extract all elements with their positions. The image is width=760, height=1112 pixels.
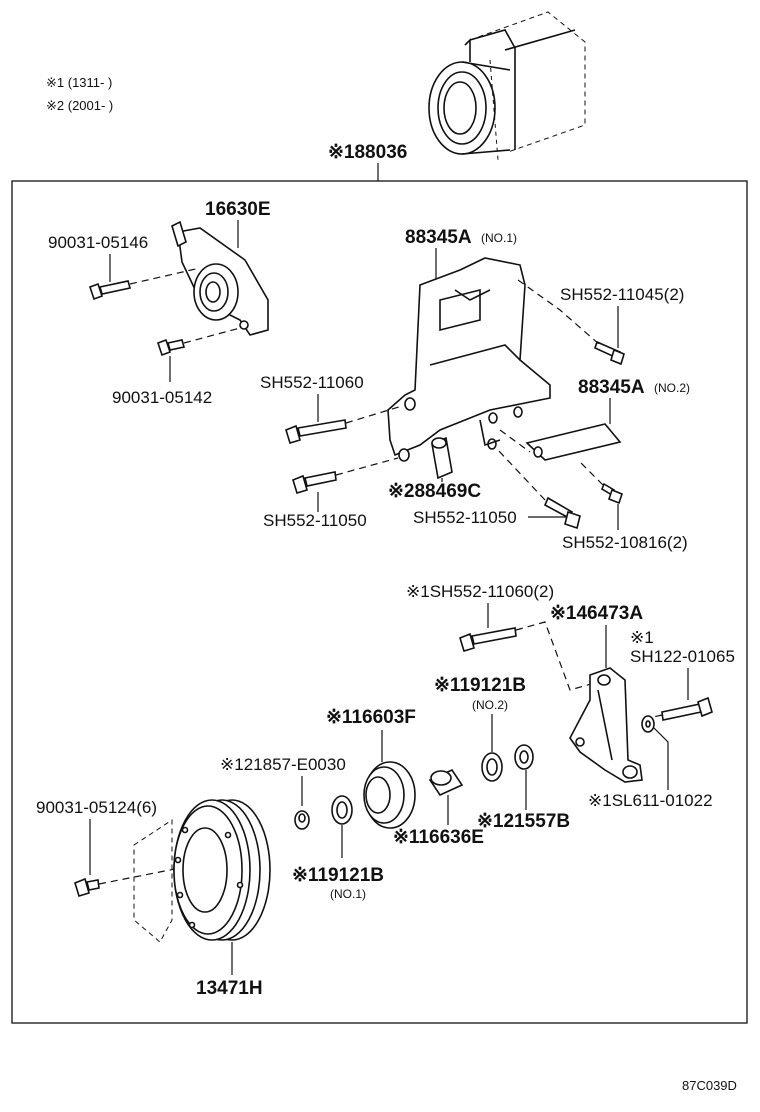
diagram-code: 87C039D <box>682 1078 737 1093</box>
bracket-46473A <box>569 667 643 783</box>
bracket-88345A-no2 <box>525 423 622 461</box>
part-label-88469C: ※288469C <box>388 481 481 502</box>
bolt-SH552-11050-left <box>292 471 337 494</box>
note-2: ※2 (2001- ) <box>46 98 113 113</box>
pulley-16603F <box>363 761 416 829</box>
part-label-SH552-11060: SH552-11060 <box>260 373 364 392</box>
part-label-21857-E0030: ※121857-E0030 <box>220 755 346 774</box>
part-label-SH552-11050-left: SH552-11050 <box>263 511 367 530</box>
part-label-19121B-no2: ※119121B <box>434 675 526 696</box>
part-label-88345A-no2: 88345A <box>578 377 645 398</box>
nut-21857-E0030 <box>294 810 310 830</box>
note-1: ※1 (1311- ) <box>46 75 112 90</box>
washer-SL611-01022 <box>641 715 655 733</box>
bolt-90031-05142 <box>156 338 186 357</box>
part-label-16603F: ※116603F <box>326 707 416 728</box>
part-label-19121B-no1-sub: (NO.1) <box>330 887 366 901</box>
bolt-90031-05124 <box>74 877 100 897</box>
part-label-SH552-11060-2: ※1SH552-11060(2) <box>406 582 554 601</box>
part-label-16636E: ※116636E <box>393 827 484 848</box>
bushing-16636E <box>428 768 464 797</box>
part-label-90031-05146: 90031-05146 <box>48 233 148 252</box>
collar-21557B <box>514 744 534 770</box>
part-label-SH122-mark: ※1 <box>630 628 654 647</box>
part-label-SH552-10816: SH552-10816(2) <box>562 533 688 552</box>
crankshaft-pulley-13471H <box>133 799 271 943</box>
bolt-SH122-01065 <box>661 696 713 721</box>
assembly-frame <box>11 180 748 1024</box>
part-label-90031-05142: 90031-05142 <box>112 388 212 407</box>
part-label-21557B: ※121557B <box>477 811 570 832</box>
part-label-88036: ※188036 <box>328 142 407 163</box>
part-label-13471H: 13471H <box>196 978 263 999</box>
washer-19121B-no1 <box>331 795 353 825</box>
part-label-SH122-01065: SH122-01065 <box>630 647 735 666</box>
part-label-19121B-no2-sub: (NO.2) <box>472 698 508 712</box>
part-label-88345A-no1: 88345A <box>405 227 472 248</box>
compressor-illustration <box>428 11 586 161</box>
bolt-SH552-11050-right <box>543 496 581 530</box>
bracket-88345A-no1 <box>387 257 551 462</box>
idler-pulley-assembly <box>171 220 269 336</box>
bolt-SH552-10816 <box>601 482 623 505</box>
part-label-90031-05124: 90031-05124(6) <box>36 798 157 817</box>
bolt-90031-05146 <box>88 280 132 301</box>
part-label-88345A-no2-sub: (NO.2) <box>654 381 690 395</box>
bolt-SH552-11045 <box>594 340 625 366</box>
spacer-88469C <box>431 436 453 480</box>
part-label-19121B-no1: ※119121B <box>292 865 384 886</box>
part-label-SL611-01022: ※1SL611-01022 <box>588 791 713 810</box>
part-label-88345A-no1-sub: (NO.1) <box>481 231 517 245</box>
bolt-SH552-11060-2 <box>459 627 517 652</box>
washer-19121B-no2 <box>481 752 503 782</box>
part-label-SH552-11045: SH552-11045(2) <box>560 285 684 304</box>
bolt-SH552-11060 <box>285 419 347 444</box>
part-label-46473A: ※146473A <box>550 603 643 624</box>
part-label-SH552-11050-right: SH552-11050 <box>413 508 517 527</box>
part-label-16630E: 16630E <box>205 199 271 220</box>
